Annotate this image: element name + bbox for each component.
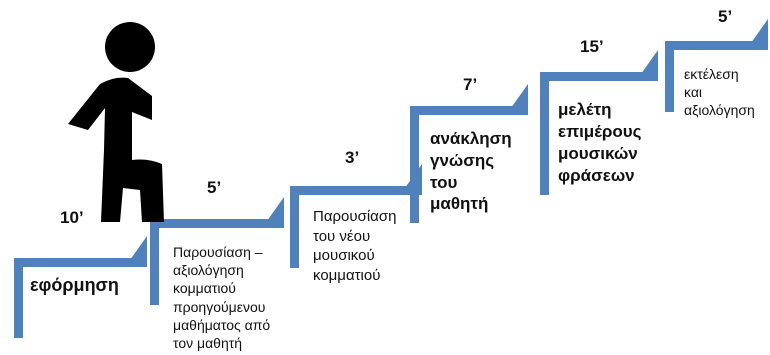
step-3-duration: 3’ — [345, 148, 360, 167]
step-3-line-3: μουσικού — [313, 247, 375, 264]
step-4-line-2: γνώσης — [430, 150, 495, 170]
step-6-line-3: αξιολόγηση — [684, 102, 755, 119]
step-4-line-3: του — [430, 172, 458, 192]
step-6-line-2: και — [684, 84, 703, 101]
step-3-line-1: Παρουσίαση — [313, 208, 397, 225]
step-3-tread — [290, 186, 422, 195]
step-5-duration: 15’ — [580, 37, 604, 56]
person-climbing-stairs-icon — [68, 22, 164, 222]
step-3-line-4: κομματιού — [313, 266, 381, 284]
step-2-line-4: προηγούμενου — [173, 298, 266, 315]
step-5-line-2: επιμέρους — [558, 122, 642, 142]
step-5-corner — [636, 50, 658, 81]
step-2-line-5: μαθήματος από — [173, 316, 271, 333]
step-2-line-3: κομματιού — [173, 280, 236, 297]
step-6-label: εκτέλεση και αξιολόγηση — [684, 65, 755, 120]
step-4-line-1: ανάκληση — [430, 129, 512, 148]
step-4-corner — [506, 84, 528, 115]
step-6-tread — [665, 41, 768, 50]
step-5-riser — [540, 72, 549, 195]
step-3-line-2: του νέου — [313, 227, 371, 245]
step-5-label: μελέτη επιμέρους μουσικών φράσεων — [558, 99, 642, 187]
step-1-label: εφόρμηση — [30, 275, 119, 297]
step-6-riser — [665, 41, 674, 112]
step-5-line-4: φράσεων — [558, 166, 635, 186]
step-2-label: Παρουσίαση – αξιολόγηση κομματιού προηγο… — [173, 243, 270, 352]
step-1-tread — [14, 258, 147, 267]
step-2-line-1: Παρουσίαση – — [173, 244, 263, 260]
step-3-label: Παρουσίαση του νέου μουσικού κομματιού — [313, 207, 396, 285]
step-1-line-1: εφόρμηση — [30, 275, 119, 295]
step-2-line-2: αξιολόγηση — [173, 262, 244, 279]
step-5-tread — [540, 72, 658, 81]
step-2-line-6: τον μαθητή — [173, 334, 243, 351]
step-3-riser — [290, 186, 299, 268]
step-4-duration: 7’ — [463, 75, 478, 94]
step-2-duration: 5’ — [207, 178, 222, 197]
step-1-corner — [125, 236, 147, 267]
step-4-riser — [410, 106, 419, 223]
step-2-corner — [262, 197, 284, 228]
step-5-line-1: μελέτη — [558, 100, 612, 119]
step-shapes — [14, 19, 768, 338]
step-4-tread — [410, 106, 528, 115]
step-2-riser — [150, 219, 159, 305]
step-2-tread — [150, 219, 284, 228]
step-1-duration: 10’ — [60, 208, 84, 227]
step-4-label: ανάκληση γνώσης του μαθητή — [430, 128, 512, 215]
step-4-line-4: μαθητή — [430, 194, 489, 214]
step-6-duration: 5’ — [718, 7, 733, 26]
step-1-riser — [14, 258, 23, 338]
step-5-line-3: μουσικών — [558, 144, 638, 164]
step-6-corner — [746, 19, 768, 50]
step-6-line-1: εκτέλεση — [684, 66, 739, 82]
